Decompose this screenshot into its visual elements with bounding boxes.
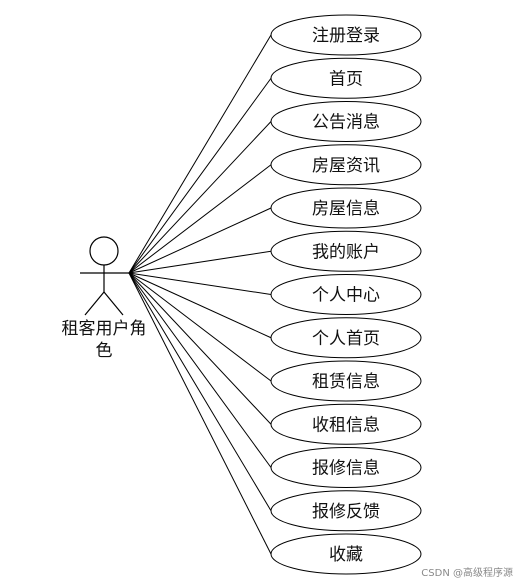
use-case-ellipse <box>270 101 422 142</box>
use-case-ellipse <box>270 447 422 488</box>
use-case: 收藏 <box>270 533 422 575</box>
actor-right-leg <box>103 291 124 316</box>
association-line <box>128 121 272 274</box>
association-line <box>128 272 272 295</box>
association-line <box>128 34 272 274</box>
use-case-label: 个人中心 <box>312 286 380 306</box>
watermark: CSDN @高级程序源 <box>421 568 513 579</box>
use-case-label: 首页 <box>329 69 363 89</box>
use-case: 个人首页 <box>270 317 422 359</box>
use-case-label: 租赁信息 <box>312 372 380 392</box>
association-lines <box>128 34 272 555</box>
actor-name-line1: 租客用户角 <box>62 319 147 339</box>
use-case-ellipse <box>270 317 422 359</box>
use-case: 注册登录 <box>270 14 422 56</box>
use-case-label: 我的账户 <box>312 242 380 262</box>
use-case: 报修信息 <box>270 447 422 488</box>
use-case-ellipses: 注册登录首页公告消息房屋资讯房屋信息我的账户个人中心个人首页租赁信息收租信息报修… <box>270 14 422 575</box>
use-case-label: 报修反馈 <box>312 502 380 522</box>
association-line <box>128 272 272 382</box>
actor-figure <box>80 236 129 316</box>
use-case: 首页 <box>270 57 422 99</box>
association-line <box>128 272 272 339</box>
use-case: 房屋资讯 <box>270 144 422 186</box>
use-case-ellipse <box>270 57 422 99</box>
use-case-label: 收藏 <box>329 545 363 565</box>
use-case-label: 注册登录 <box>312 26 380 46</box>
use-case: 报修反馈 <box>270 490 422 532</box>
actor-head <box>89 236 119 266</box>
use-case: 公告消息 <box>270 101 422 142</box>
use-case: 收租信息 <box>270 403 422 445</box>
use-case-ellipse <box>270 187 422 229</box>
association-line <box>128 272 272 512</box>
association-line <box>128 164 272 274</box>
use-case-label: 公告消息 <box>312 113 380 133</box>
use-case-label: 个人首页 <box>312 329 380 349</box>
association-line <box>128 272 272 468</box>
use-case-ellipse <box>270 144 422 186</box>
use-case-ellipse <box>270 230 422 272</box>
use-case-label: 报修信息 <box>312 459 380 479</box>
association-line <box>128 207 272 274</box>
use-case-label: 房屋资讯 <box>312 156 380 176</box>
use-case-ellipse <box>270 533 422 575</box>
actor-name-line2: 色 <box>96 341 113 361</box>
use-case: 我的账户 <box>270 230 422 272</box>
use-case-ellipse <box>270 403 422 445</box>
use-case-ellipse <box>270 14 422 56</box>
use-case-label: 房屋信息 <box>312 199 380 219</box>
association-line <box>128 272 272 425</box>
use-case-ellipse <box>270 274 422 315</box>
association-line <box>128 272 272 555</box>
association-line <box>128 250 272 274</box>
use-case: 个人中心 <box>270 274 422 315</box>
association-line <box>128 77 272 274</box>
use-case-ellipse <box>270 490 422 532</box>
use-case-label: 收租信息 <box>312 415 380 435</box>
use-case: 房屋信息 <box>270 187 422 229</box>
use-case: 租赁信息 <box>270 360 422 402</box>
use-case-ellipse <box>270 360 422 402</box>
actor-left-leg <box>84 291 105 316</box>
